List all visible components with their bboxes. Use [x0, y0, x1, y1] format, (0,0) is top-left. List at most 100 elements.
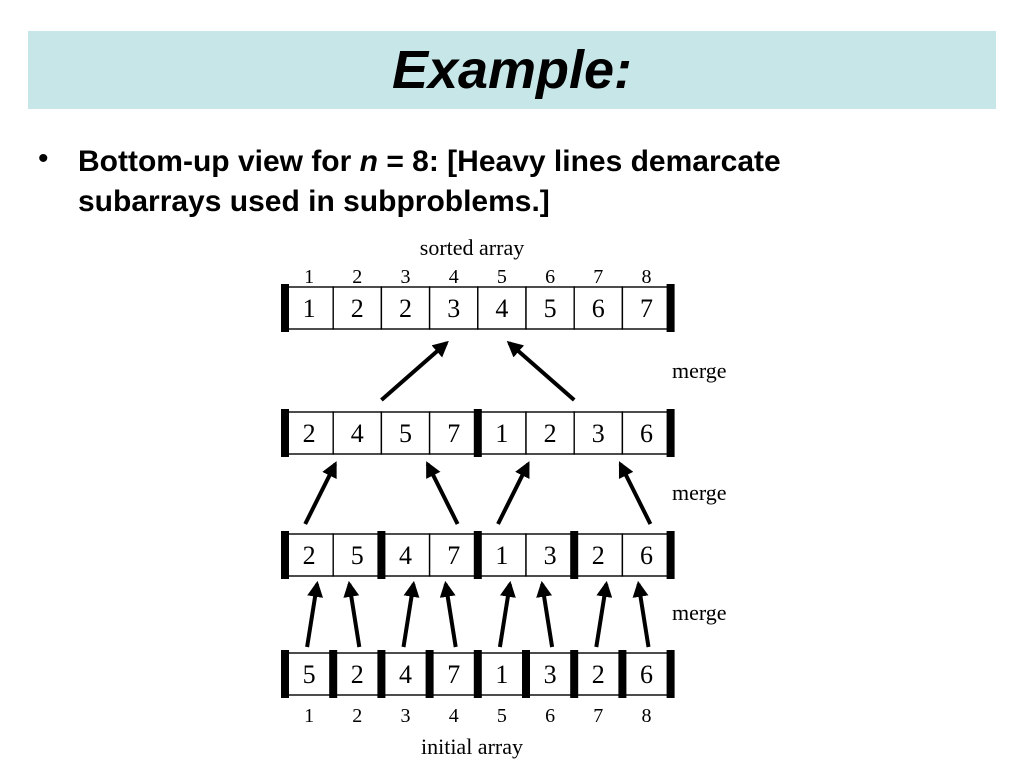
subarray-divider — [618, 650, 627, 698]
cell-value: 2 — [544, 419, 557, 448]
merge-arrow — [632, 580, 651, 648]
bullet-text: Bottom-up view for n = 8: [Heavy lines d… — [78, 142, 978, 222]
cell-value: 5 — [351, 541, 364, 570]
cell-value: 4 — [495, 294, 508, 323]
merge-arrow — [343, 580, 362, 648]
subarray-divider — [666, 409, 675, 457]
cell-value: 2 — [303, 541, 316, 570]
bullet-line1-post: = 8: [Heavy lines demarcate — [377, 145, 781, 178]
subarray-divider — [281, 409, 289, 457]
bottom-index-6: 6 — [545, 705, 555, 727]
array-cell — [621, 533, 672, 577]
cell-value: 2 — [592, 541, 605, 570]
bullet-line1-pre: Bottom-up view for — [78, 145, 360, 178]
merge-arrow — [594, 580, 613, 648]
array-cell — [573, 286, 624, 330]
array-cell — [621, 286, 672, 330]
merge-arrow — [401, 580, 420, 648]
merge-label-2: merge — [672, 480, 727, 505]
cell-value: 3 — [592, 419, 605, 448]
cell-value: 2 — [592, 660, 605, 689]
cell-value: 5 — [544, 294, 557, 323]
cell-value: 2 — [303, 419, 316, 448]
title-bar: Example: — [28, 31, 996, 109]
array-cell — [284, 411, 334, 455]
cell-value: 1 — [495, 660, 508, 689]
merge-label-3: merge — [672, 600, 727, 625]
bottom-index-2: 2 — [352, 705, 362, 727]
merge-arrow — [618, 461, 653, 525]
subarray-divider — [570, 650, 579, 698]
top-index-8: 8 — [642, 266, 652, 288]
merge-arrow — [425, 461, 460, 525]
subarray-divider — [473, 650, 482, 698]
bottom-index-8: 8 — [642, 705, 652, 727]
bottom-index-7: 7 — [593, 705, 603, 727]
top-index-5: 5 — [497, 266, 507, 288]
top-index-row: 1 2 3 4 5 6 7 8 — [304, 266, 651, 288]
sorted-array-label: sorted array — [420, 235, 524, 260]
merge-arrow — [303, 461, 337, 525]
array-cell — [332, 533, 383, 577]
top-index-4: 4 — [449, 266, 459, 288]
cell-value: 7 — [640, 294, 653, 323]
subarray-divider — [377, 650, 386, 698]
subarray-divider — [281, 650, 289, 698]
array-cell — [380, 652, 431, 696]
array-cell — [380, 411, 431, 455]
merge-arrow — [439, 580, 458, 648]
cell-value: 6 — [640, 541, 653, 570]
bullet-marker: • — [38, 142, 49, 175]
top-index-3: 3 — [401, 266, 411, 288]
bullet-line2: subarrays used in subproblems.] — [78, 185, 550, 218]
subarray-divider — [570, 531, 579, 579]
array-cell — [284, 652, 334, 696]
cell-value: 3 — [447, 294, 460, 323]
cell-value: 5 — [303, 660, 316, 689]
top-index-2: 2 — [352, 266, 362, 288]
subarray-divider — [666, 531, 675, 579]
subarray-divider — [473, 409, 482, 457]
cell-value: 1 — [495, 541, 508, 570]
array-cell — [621, 411, 672, 455]
cell-value: 2 — [351, 660, 364, 689]
array-cell — [332, 652, 383, 696]
array-cell — [477, 533, 527, 577]
subarray-divider — [473, 531, 482, 579]
top-index-1: 1 — [304, 266, 314, 288]
top-index-7: 7 — [593, 266, 603, 288]
merge-arrow — [497, 580, 516, 648]
array-cell — [332, 411, 383, 455]
cell-value: 3 — [544, 541, 557, 570]
merge-label-1: merge — [672, 358, 727, 383]
cell-value: 2 — [351, 294, 364, 323]
cell-value: 6 — [640, 419, 653, 448]
subarray-divider — [666, 650, 675, 698]
cell-value: 4 — [399, 660, 412, 689]
subarray-divider — [329, 650, 338, 698]
merge-arrow — [380, 340, 449, 402]
subarray-divider — [666, 284, 675, 332]
cell-value: 4 — [351, 419, 364, 448]
subarray-divider — [281, 284, 289, 332]
cell-value: 7 — [447, 419, 460, 448]
cell-value: 6 — [592, 294, 605, 323]
subarray-divider — [425, 650, 434, 698]
top-index-6: 6 — [545, 266, 555, 288]
subarray-divider — [377, 531, 386, 579]
subarray-divider — [522, 650, 530, 698]
bottom-index-4: 4 — [449, 705, 459, 727]
array-cell — [525, 533, 575, 577]
array-cell — [573, 411, 624, 455]
cell-value: 6 — [640, 660, 653, 689]
cell-value: 1 — [495, 419, 508, 448]
merge-arrow — [506, 340, 576, 402]
cell-value: 4 — [399, 541, 412, 570]
